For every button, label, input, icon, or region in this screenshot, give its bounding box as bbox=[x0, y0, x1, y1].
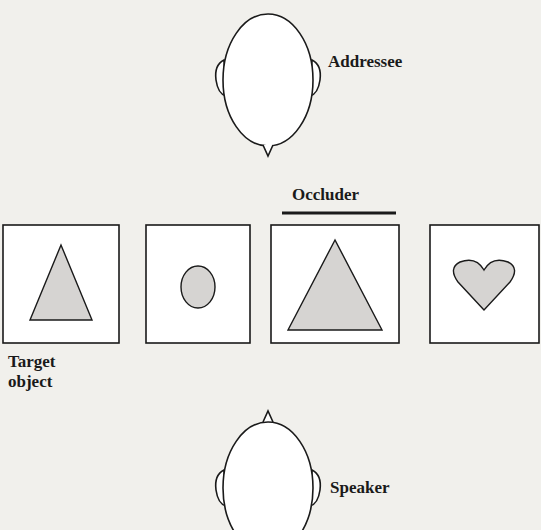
target-label: Target object bbox=[8, 352, 74, 391]
person-label: Speaker bbox=[330, 478, 390, 498]
occluder-label: Occluder bbox=[292, 185, 359, 205]
person-label: Addressee bbox=[328, 52, 402, 72]
